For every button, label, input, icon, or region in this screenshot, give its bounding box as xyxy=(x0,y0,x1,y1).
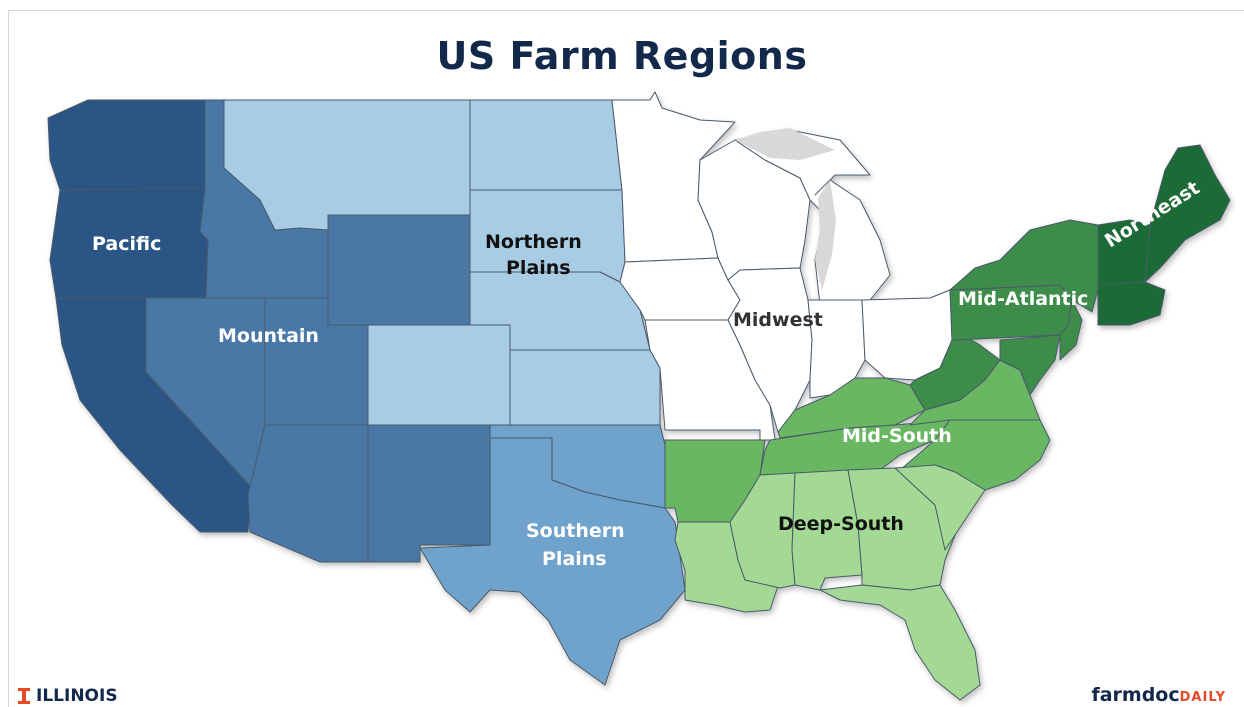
state-new-jersey xyxy=(1059,299,1083,361)
state-michigan xyxy=(734,129,891,306)
label-mountain: Mountain xyxy=(218,325,319,347)
state-texas xyxy=(419,437,686,686)
farmdoc-logo-text: farmdoc xyxy=(1091,684,1180,706)
figure-frame xyxy=(8,10,1244,707)
label-northern-plains-line2: Plains xyxy=(506,257,571,279)
illinois-i-mark-icon xyxy=(18,688,30,704)
label-pacific: Pacific xyxy=(92,233,161,255)
daily-logo-text: DAILY xyxy=(1179,690,1226,705)
illinois-logo: ILLINOIS xyxy=(18,686,118,706)
label-northern-plains-line1: Northern xyxy=(485,231,582,253)
label-mid-atlantic: Mid-Atlantic xyxy=(958,288,1088,310)
map-title: US Farm Regions xyxy=(436,34,808,78)
label-southern-plains-line1: Southern xyxy=(526,520,625,542)
state-maryland xyxy=(999,334,1061,396)
state-colorado xyxy=(367,324,511,426)
state-arizona xyxy=(247,424,369,563)
state-washington xyxy=(47,99,206,191)
lake-michigan xyxy=(815,180,836,290)
state-kansas xyxy=(509,349,661,426)
state-ohio xyxy=(861,289,953,381)
label-southern-plains-line2: Plains xyxy=(542,548,607,570)
state-florida xyxy=(819,584,981,701)
state-tennessee xyxy=(759,419,951,476)
label-midwest: Midwest xyxy=(733,309,823,331)
illinois-logo-text: ILLINOIS xyxy=(36,686,118,706)
state-wyoming xyxy=(327,214,471,326)
state-mississippi xyxy=(729,472,796,589)
state-south-carolina xyxy=(894,464,986,551)
state-maine xyxy=(1144,144,1231,283)
state-new-mexico xyxy=(367,424,491,563)
lake-superior xyxy=(735,128,835,160)
state-north-dakota xyxy=(469,99,623,191)
farmdoc-daily-logo: farmdocDAILY xyxy=(1091,684,1226,706)
label-deep-south: Deep-South xyxy=(778,513,904,535)
state-massachusetts-ct-ri xyxy=(1097,281,1166,326)
label-mid-south: Mid-South xyxy=(842,425,952,447)
